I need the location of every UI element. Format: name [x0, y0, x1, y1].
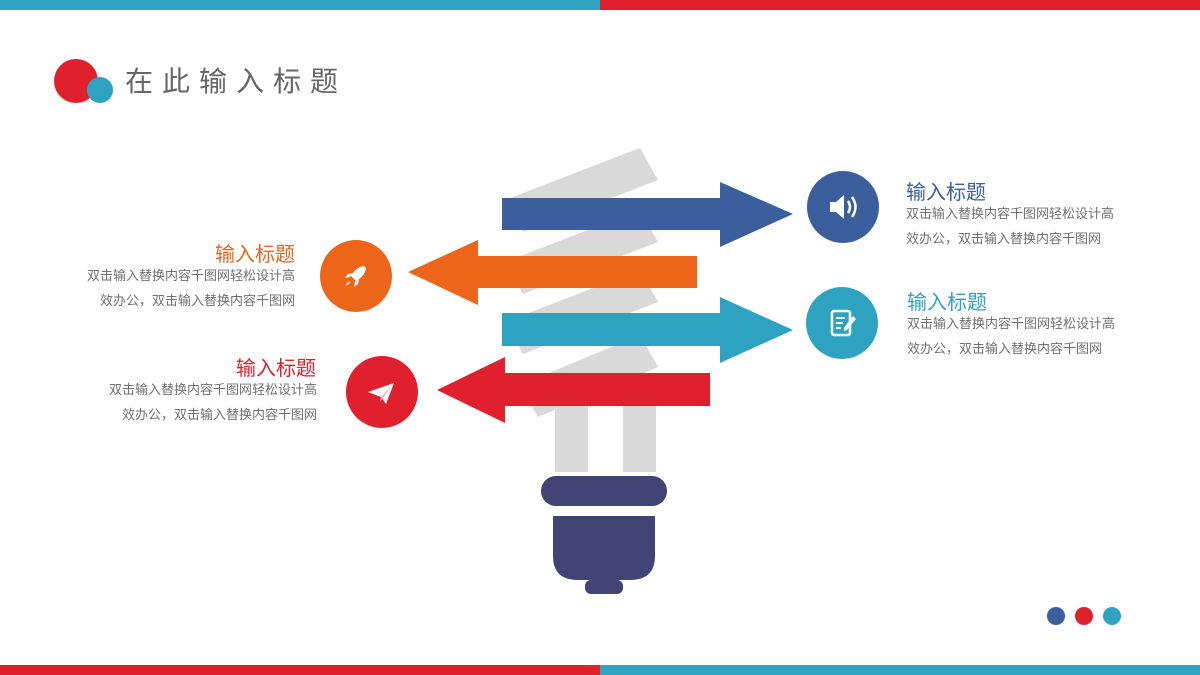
rocket-circle[interactable]: [320, 240, 392, 312]
arrow-right-teal: [502, 297, 793, 363]
speaker-icon: [830, 195, 857, 219]
item-desc-line: 双击输入替换内容千图网轻松设计高: [906, 207, 1115, 222]
item-desc-line: 效办公，双击输入替换内容千图网: [121, 408, 317, 423]
item-desc-line: 双击输入替换内容千图网轻松设计高: [108, 383, 317, 398]
note-edit-icon: [830, 309, 856, 337]
title-logo-icon: [54, 59, 113, 103]
speaker-circle[interactable]: [807, 171, 879, 243]
bottom-bar-right: [600, 665, 1200, 675]
item-desc-plane: 双击输入替换内容千图网轻松设计高 效办公，双击输入替换内容千图网: [77, 378, 317, 428]
page-title: 在此输入标题: [125, 65, 348, 98]
pagination-dot-2[interactable]: [1075, 607, 1093, 625]
item-desc-line: 双击输入替换内容千图网轻松设计高: [86, 269, 295, 284]
item-desc-line: 效办公，双击输入替换内容千图网: [907, 342, 1103, 357]
top-bar-right: [600, 0, 1200, 10]
pagination-dot-3[interactable]: [1103, 607, 1121, 625]
item-title-plane: 输入标题: [236, 356, 316, 380]
arrow-left-red: [437, 357, 710, 423]
arrow-right-blue: [502, 182, 793, 247]
top-bar-left: [0, 0, 600, 10]
arrow-left-orange: [408, 240, 697, 305]
bulb-coil: [505, 148, 658, 472]
pagination-dot-1[interactable]: [1047, 607, 1065, 625]
item-desc-line: 双击输入替换内容千图网轻松设计高: [907, 317, 1116, 332]
bulb-base: [541, 476, 667, 594]
item-desc-line: 效办公，双击输入替换内容千图网: [99, 294, 295, 309]
item-desc-note: 双击输入替换内容千图网轻松设计高 效办公，双击输入替换内容千图网: [907, 312, 1147, 362]
bottom-bar-left: [0, 665, 600, 675]
item-desc-speaker: 双击输入替换内容千图网轻松设计高 效办公，双击输入替换内容千图网: [906, 202, 1146, 252]
item-desc-rocket: 双击输入替换内容千图网轻松设计高 效办公，双击输入替换内容千图网: [55, 264, 295, 314]
note-edit-circle[interactable]: [806, 287, 878, 359]
paper-plane-circle[interactable]: [346, 356, 418, 428]
rocket-icon: [345, 266, 366, 287]
item-desc-line: 效办公，双击输入替换内容千图网: [906, 232, 1102, 247]
paper-plane-icon: [368, 383, 394, 404]
item-title-rocket: 输入标题: [215, 242, 295, 266]
item-title-speaker: 输入标题: [906, 180, 986, 204]
item-title-note: 输入标题: [907, 290, 987, 314]
